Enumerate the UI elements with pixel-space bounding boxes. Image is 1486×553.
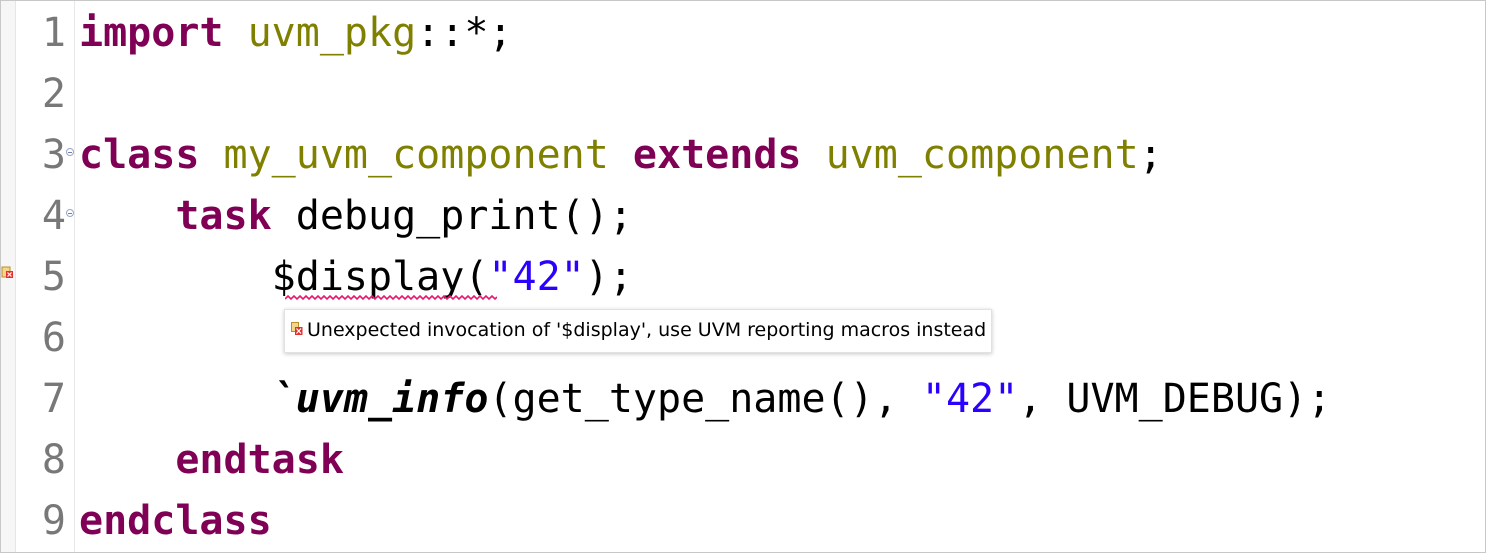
keyword: endtask xyxy=(175,437,344,483)
base-class-name: uvm_component xyxy=(825,132,1139,178)
problem-hover-tooltip[interactable]: Unexpected invocation of '$display', use… xyxy=(284,309,992,353)
line-number: 5 xyxy=(41,254,66,300)
code-text: (get_type_name(), xyxy=(488,376,922,422)
line-number-gutter xyxy=(16,1,75,552)
collapse-icon[interactable] xyxy=(66,209,74,217)
line-number: 1 xyxy=(41,10,66,56)
keyword: endclass xyxy=(79,498,272,544)
keyword: task xyxy=(175,193,272,239)
line-number: 4 xyxy=(41,193,66,239)
error-marker-icon[interactable] xyxy=(1,266,14,280)
string-literal: "42" xyxy=(921,376,1019,422)
string-literal: "42" xyxy=(488,254,585,300)
code-text: ); xyxy=(584,254,633,300)
line-number: 2 xyxy=(41,71,66,117)
line-number: 8 xyxy=(41,437,66,483)
line-number: 9 xyxy=(41,498,66,544)
code-line-5[interactable]: $display("42"); xyxy=(79,247,633,308)
code-text: ::*; xyxy=(416,10,513,56)
code-line-8[interactable]: endtask xyxy=(79,430,344,491)
indent xyxy=(79,437,175,483)
indent xyxy=(79,254,272,300)
macro-name: uvm_info xyxy=(295,376,489,422)
code-line-9[interactable]: endclass xyxy=(79,491,272,552)
indent xyxy=(79,193,175,239)
keyword: extends xyxy=(632,132,802,178)
code-line-1[interactable]: import uvm_pkg::*; xyxy=(79,3,513,64)
code-text: , UVM_DEBUG); xyxy=(1018,376,1332,422)
code-line-3[interactable]: class my_uvm_component extends uvm_compo… xyxy=(79,125,1163,186)
package-name: uvm_pkg xyxy=(247,10,417,56)
code-line-7[interactable]: `uvm_info(get_type_name(), "42", UVM_DEB… xyxy=(79,369,1332,430)
system-task-call[interactable]: $display xyxy=(271,254,465,300)
warning-error-icon xyxy=(291,322,303,335)
collapse-icon[interactable] xyxy=(66,148,74,156)
code-text: ( xyxy=(464,254,489,300)
keyword: import xyxy=(79,10,224,56)
macro-tick: ` xyxy=(271,376,296,422)
error-squiggle xyxy=(285,295,497,301)
line-number: 6 xyxy=(41,315,66,361)
line-number: 3 xyxy=(41,132,66,178)
code-text: debug_print(); xyxy=(271,193,633,239)
code-text: ; xyxy=(1138,132,1163,178)
class-name: my_uvm_component xyxy=(223,132,609,178)
indent xyxy=(79,376,272,422)
line-number: 7 xyxy=(41,376,66,422)
keyword: class xyxy=(79,132,200,178)
tooltip-message: Unexpected invocation of '$display', use… xyxy=(307,319,987,341)
code-line-4[interactable]: task debug_print(); xyxy=(79,186,633,247)
